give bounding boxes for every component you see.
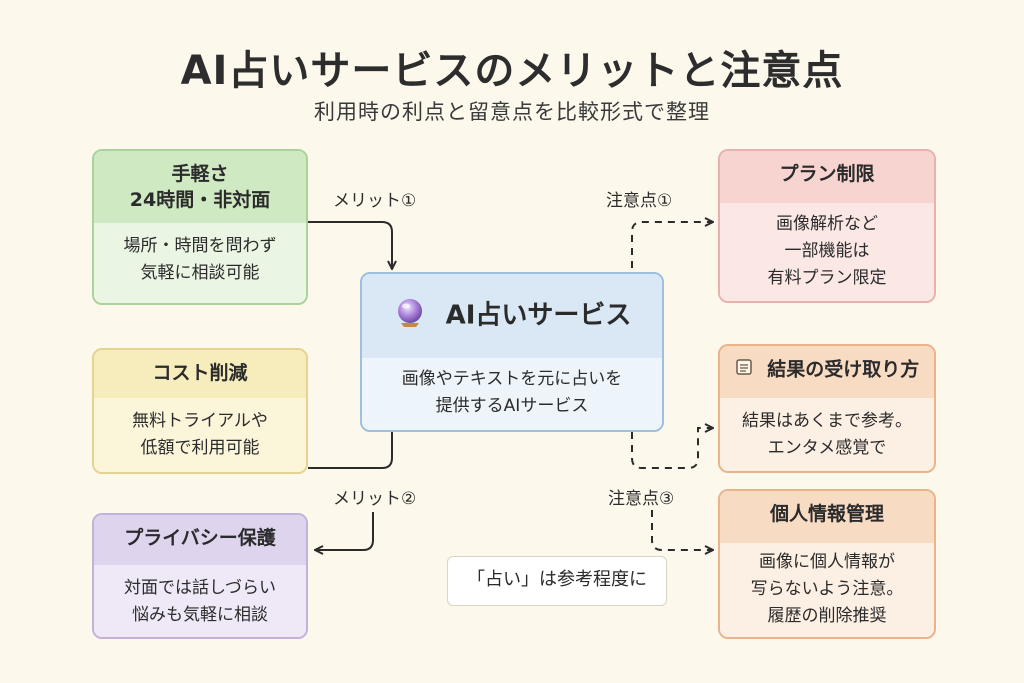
center-card-title: AI占いサービス — [445, 300, 632, 331]
merit-card-privacy: プライバシー保護 対面では話しづらい 悩みも気軽に相談 — [92, 513, 308, 639]
merit-card-text: 悩みも気軽に相談 — [132, 605, 268, 625]
caution-card-text: 履歴の削除推奨 — [767, 606, 887, 626]
caution-card-text: エンタメ感覚で — [767, 438, 887, 458]
merit-card-text: 気軽に相談可能 — [140, 263, 260, 283]
center-card-ai-fortune: AI占いサービス 画像やテキストを元に占いを 提供するAIサービス — [360, 272, 664, 432]
merit-card-heading: プライバシー保護 — [124, 527, 276, 549]
diagram-subtitle: 利用時の利点と留意点を比較形式で整理 — [314, 100, 710, 124]
caution-card-text: 画像に個人情報が — [759, 552, 895, 572]
merit-card-text: 低額で利用可能 — [140, 438, 260, 458]
merit-card-heading: コスト削減 — [152, 362, 248, 384]
merit-card-text: 無料トライアルや — [132, 411, 268, 431]
caution1-arrow — [631, 222, 712, 268]
label-merit-1: メリット① — [333, 191, 417, 211]
merit-card-heading-sub: 24時間・非対面 — [129, 189, 271, 211]
merit-card-text: 対面では話しづらい — [124, 578, 276, 598]
merit1-arrow — [308, 221, 392, 268]
label-caution-1: 注意点① — [606, 191, 673, 211]
diagram-title: AI占いサービスのメリットと注意点 — [180, 48, 844, 94]
merit-card-cost: コスト削減 無料トライアルや 低額で利用可能 — [92, 348, 308, 474]
caution-card-plan-limit: プラン制限 画像解析など 一部機能は 有料プラン限定 — [718, 149, 936, 303]
merit-card-heading: 手軽さ — [171, 163, 229, 185]
merit2-arrow — [316, 512, 374, 550]
merit-card-convenience: 手軽さ 24時間・非対面 場所・時間を問わず 気軽に相談可能 — [92, 149, 308, 305]
caution3-arrow — [651, 510, 712, 550]
document-icon — [735, 357, 753, 383]
crystal-ball-icon — [393, 296, 427, 335]
note-reference-only: 「占い」は参考程度に — [447, 556, 667, 606]
caution-card-text: 結果はあくまで参考。 — [742, 411, 912, 431]
merit-line-cost — [308, 432, 393, 469]
caution-card-text: 画像解析など — [776, 214, 878, 234]
caution2-arrow — [631, 428, 712, 469]
caution-card-text: 有料プラン限定 — [767, 268, 887, 288]
merit-card-text: 場所・時間を問わず — [123, 236, 277, 256]
caution-card-personal-info: 個人情報管理 画像に個人情報が 写らないよう注意。 履歴の削除推奨 — [718, 489, 936, 639]
label-merit-2: メリット② — [333, 489, 417, 509]
center-card-text: 提供するAIサービス — [435, 396, 589, 416]
caution-card-text: 一部機能は — [784, 241, 870, 261]
caution-card-heading: プラン制限 — [779, 163, 875, 185]
caution-card-text: 写らないよう注意。 — [750, 579, 904, 599]
caution-card-interpretation: 結果の受け取り方 結果はあくまで参考。 エンタメ感覚で — [718, 344, 936, 473]
caution-card-heading: 結果の受け取り方 — [767, 358, 920, 381]
caution-card-heading: 個人情報管理 — [769, 503, 884, 525]
center-card-text: 画像やテキストを元に占いを — [401, 369, 623, 389]
label-caution-3: 注意点③ — [608, 489, 675, 509]
